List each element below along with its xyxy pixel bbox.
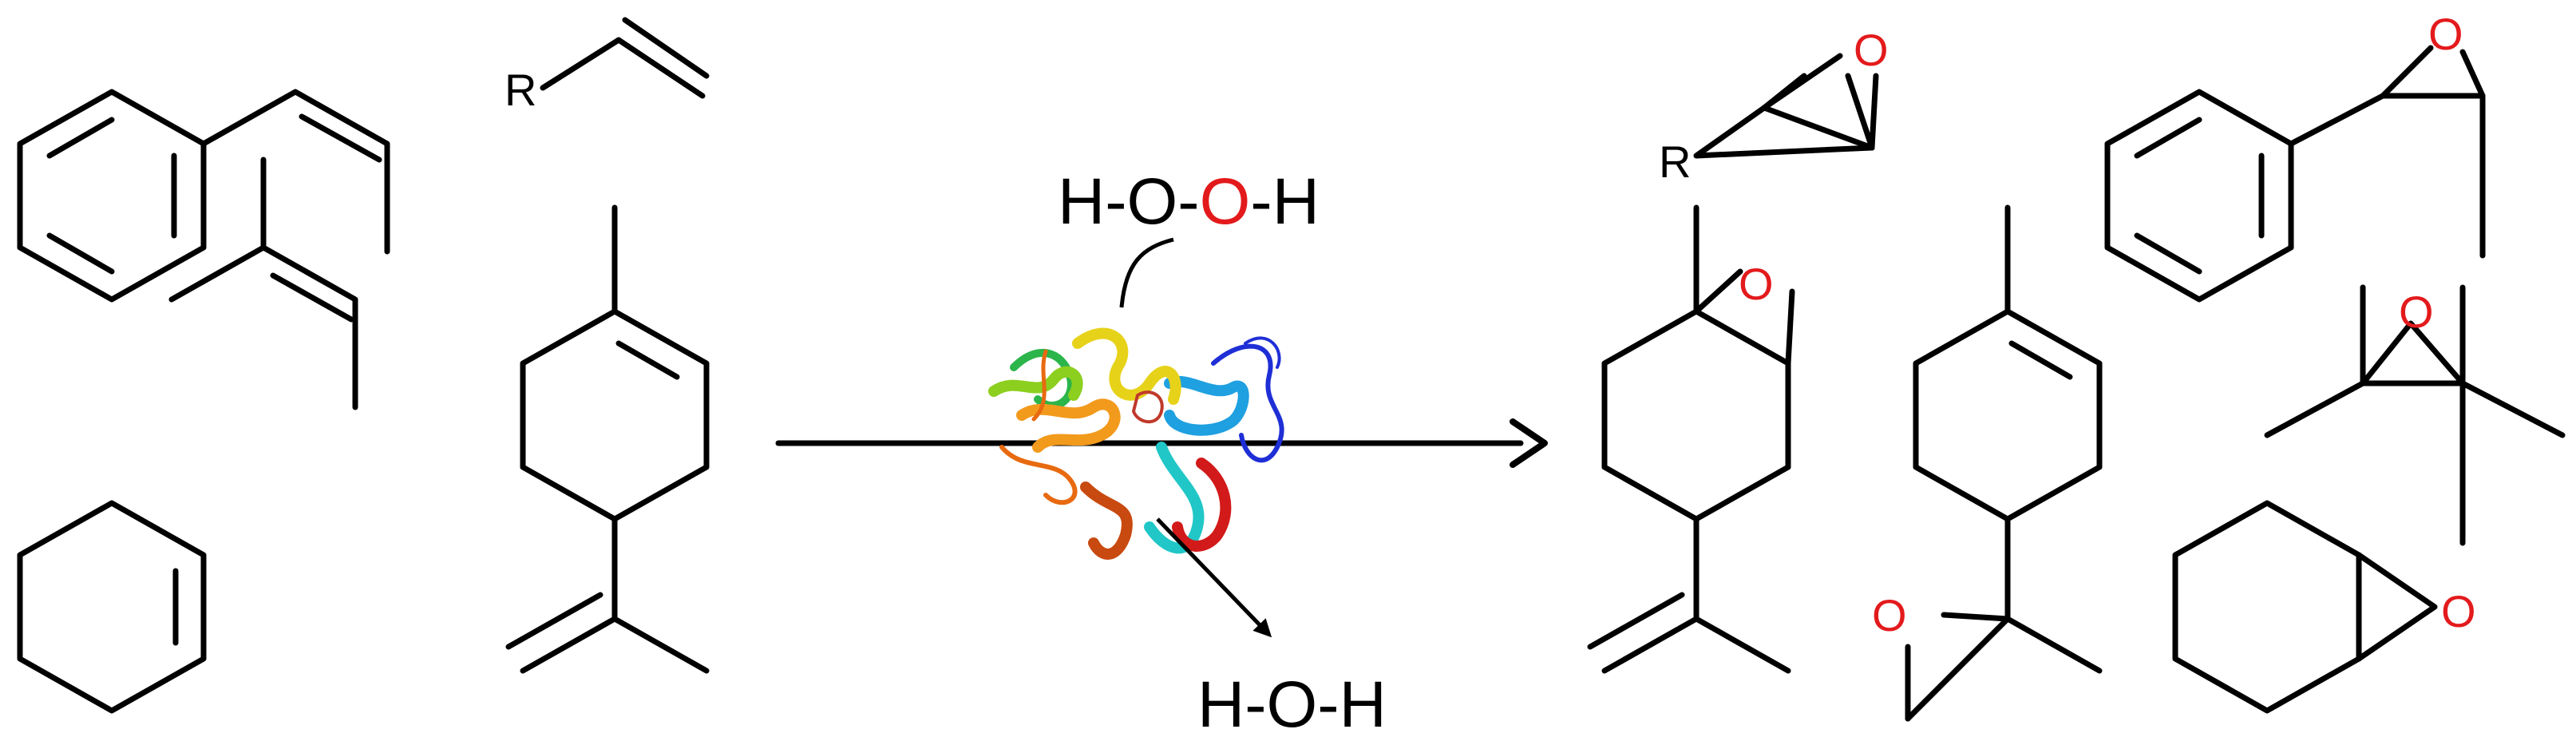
product-cyclohexene-oxide: O	[2172, 500, 2476, 714]
product-limonene-1-2-oxide: O	[1587, 204, 1795, 674]
product-limonene-8-9-oxide: O	[1872, 204, 2103, 722]
peroxide-transferred-oxygen: O	[1200, 165, 1251, 238]
tetramethyl-oxide-oxygen: O	[2399, 287, 2434, 337]
product-beta-methylstyrene-oxide: O	[2104, 9, 2486, 303]
product-substituent-r-label: R	[1659, 137, 1691, 187]
substrate-cis-beta-methylstyrene	[17, 89, 390, 303]
enzyme-ribbon-structure	[988, 327, 1284, 560]
water-byproduct: H-O-H	[1156, 517, 1387, 741]
peroxide-h: -H	[1250, 165, 1320, 238]
substituent-r-label: R	[505, 65, 536, 115]
limonene-oxide-oxygen: O	[1739, 259, 1774, 309]
substrate-limonene	[505, 204, 710, 674]
peroxide-cosubstrate: H-O-O-H	[1058, 165, 1320, 308]
water-label: H-O-H	[1197, 668, 1387, 741]
substrate-tetramethylethylene	[168, 157, 358, 410]
peroxide-h-o: H-O-	[1058, 165, 1200, 238]
product-tetramethyl-epoxide: O	[2264, 284, 2566, 546]
reaction-arrow	[775, 418, 1548, 468]
heme-cofactor	[1132, 390, 1164, 424]
substrate-cyclohexene	[17, 500, 207, 714]
product-alkyl-epoxide: R O	[1659, 25, 1889, 187]
svg-text:H-O-O-H: H-O-O-H	[1058, 165, 1320, 238]
epoxide-oxygen: O	[1854, 25, 1889, 75]
peroxide-entry-arrow	[1119, 237, 1174, 308]
styrene-oxide-oxygen: O	[2428, 9, 2463, 59]
water-exit-arrow	[1156, 517, 1272, 638]
cyclohexene-oxide-oxygen: O	[2441, 586, 2476, 636]
substrate-terminal-alkene: R	[505, 17, 710, 115]
limonene-dioxide-oxygen: O	[1872, 590, 1907, 640]
